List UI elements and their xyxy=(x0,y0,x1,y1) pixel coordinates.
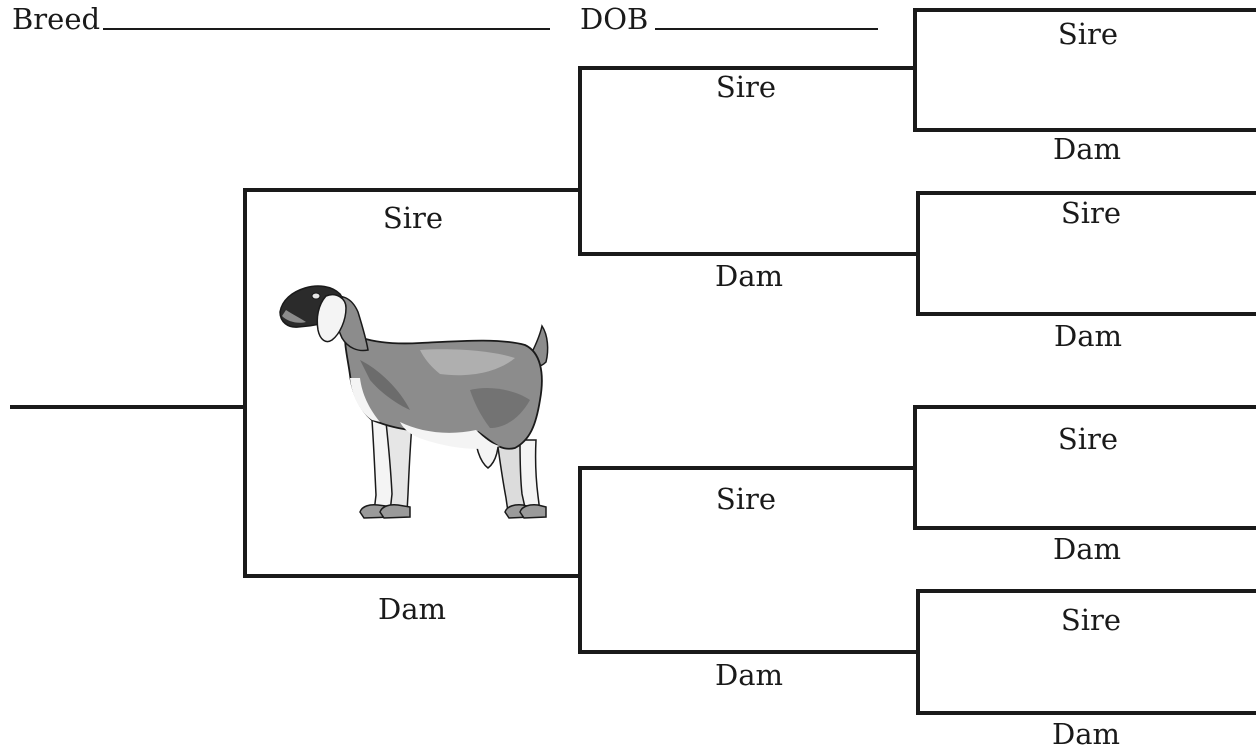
gen3-2-sire-label: Sire xyxy=(1060,196,1122,230)
dob-label: DOB xyxy=(580,2,649,36)
gen2-upper-dam-label: Dam xyxy=(714,259,784,293)
gen3-bracket-2 xyxy=(916,191,1256,316)
gen3-bracket-4 xyxy=(916,589,1256,715)
gen2-lower-dam-label: Dam xyxy=(714,658,784,692)
dob-fill-line[interactable] xyxy=(655,28,878,30)
gen3-1-sire-label: Sire xyxy=(1057,17,1119,51)
gen2-upper-bracket xyxy=(578,66,917,256)
gen3-2-dam-label: Dam xyxy=(1053,319,1123,353)
gen2-lower-bracket xyxy=(578,466,917,654)
gen3-3-dam-label: Dam xyxy=(1052,532,1122,566)
gen1-dam-label: Dam xyxy=(377,592,447,626)
gen3-4-sire-label: Sire xyxy=(1060,603,1122,637)
breed-label: Breed xyxy=(12,2,101,36)
gen3-3-sire-label: Sire xyxy=(1057,422,1119,456)
gen3-4-dam-label: Dam xyxy=(1051,717,1121,751)
gen3-bracket-1 xyxy=(913,8,1256,132)
breed-fill-line[interactable] xyxy=(103,28,550,30)
gen2-upper-sire-label: Sire xyxy=(715,70,777,104)
goat-illustration xyxy=(279,285,549,519)
gen1-sire-label: Sire xyxy=(382,201,444,235)
gen3-bracket-3 xyxy=(913,405,1256,530)
gen2-lower-sire-label: Sire xyxy=(715,482,777,516)
gen1-bracket xyxy=(243,188,582,578)
gen3-1-dam-label: Dam xyxy=(1052,132,1122,166)
